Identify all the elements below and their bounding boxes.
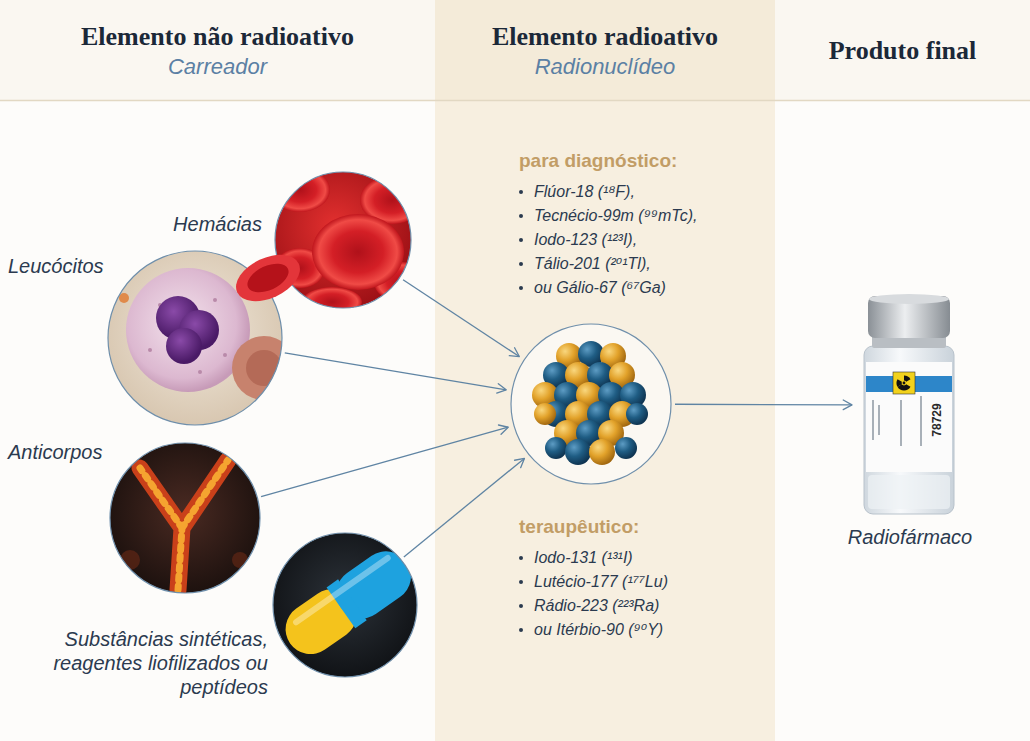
column-subtitle: Radionuclídeo [435,54,775,80]
column-subtitle: Carreador [0,54,435,80]
isotope-item: Tecnécio-99m (⁹⁹mTc), [534,206,697,226]
column-band: Produto finalRadiofármaco [775,0,1030,741]
vial-code: 78729 [930,395,944,445]
arrow-line [261,427,508,496]
isotope-item: Rádio-223 (²²³Ra) [534,596,659,616]
flow-arrow [403,280,519,357]
flow-arrow [404,458,525,556]
capsule-illustration [270,530,421,680]
carrier-label: Leucócitos [8,254,104,278]
arrow-line [285,353,506,390]
column-band: Elemento radioativoRadionuclídeo para dia… [435,0,775,741]
isotope-item: Iodo-123 (¹²³I), [534,230,637,250]
flow-arrow [675,400,852,410]
arrow-line [404,458,525,556]
column-title: Elemento não radioativo [0,22,435,52]
antibody-illustration [105,440,265,600]
list-heading: para diagnóstico: [519,150,677,172]
arrow-head [515,458,525,467]
bullet-dot [519,604,523,608]
isotope-item: Lutécio-177 (¹⁷⁷Lu) [534,572,668,592]
carrier-circle: Hemácias [275,172,411,308]
bullet-dot [519,286,523,290]
carrier-label: Anticorpos [8,440,103,464]
header-rule [0,100,1030,102]
middle-header [435,0,775,100]
isotope-item: ou Itérbio-90 (⁹⁰Y) [534,620,663,640]
isotope-item: Iodo-131 (¹³¹I) [534,548,633,568]
middle-band [435,0,775,741]
vial-illustration [864,294,954,514]
bullet-dot [519,556,523,560]
product-label: Radiofármaco [820,525,1000,549]
flow-arrow [261,425,508,497]
arrow-head [497,384,506,393]
carrier-label: Substâncias sintéticas, reagentes liofil… [22,627,268,699]
isotope-item: ou Gálio-67 (⁶⁷Ga) [534,278,666,298]
arrow-head [843,400,852,410]
bullet-dot [519,238,523,242]
column-title: Elemento radioativo [435,22,775,52]
flow-arrow [285,353,506,393]
bullet-dot [519,214,523,218]
arrow-head [498,425,508,434]
arrow-line [403,280,519,357]
isotope-item: Tálio-201 (²⁰¹Tl), [534,254,651,274]
arrow-head [509,348,519,357]
carrier-circle: Anticorpos [110,443,260,593]
header-row [0,0,1030,100]
column-title: Produto final [775,36,1030,66]
isotope-item: Flúor-18 (¹⁸F), [534,182,635,202]
bullet-dot [519,262,523,266]
bullet-dot [519,628,523,632]
bullet-dot [519,190,523,194]
nucleus-illustration [511,324,671,484]
list-heading: teraupêutico: [519,516,639,538]
leukocyte-illustration [100,245,296,435]
bullet-dot [519,580,523,584]
radionuclide-circle: para diagnóstico:Flúor-18 (¹⁸F),Tecnécio… [511,324,671,484]
column-band: Elemento não radioativoCarreadorHemácias… [0,0,435,741]
carrier-circle: Leucócitos [108,251,282,425]
red-blood-cell-illustration [229,168,430,317]
arrow-line [675,404,852,406]
carrier-circle: Substâncias sintéticas, reagentes liofil… [273,533,417,677]
carrier-label: Hemácias [110,212,262,236]
